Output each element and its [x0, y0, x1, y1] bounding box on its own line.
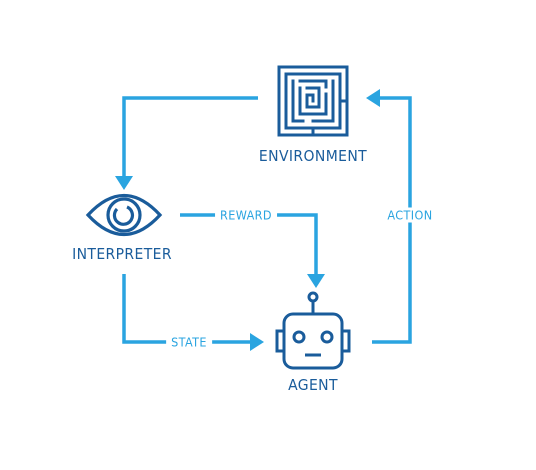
arrowhead-agent-reward — [307, 274, 325, 288]
edge-reward — [180, 213, 318, 276]
interpreter-label: INTERPRETER — [72, 245, 172, 263]
maze-icon — [277, 65, 349, 137]
state-edge-label: STATE — [166, 334, 212, 350]
action-edge-label: ACTION — [382, 207, 438, 223]
arrowhead-agent-state — [250, 333, 264, 351]
environment-label: ENVIRONMENT — [258, 147, 368, 165]
agent-label: AGENT — [288, 376, 338, 394]
eye-icon — [85, 193, 163, 237]
robot-icon — [275, 291, 351, 370]
reward-edge-label: REWARD — [215, 207, 277, 223]
arrowhead-interpreter — [115, 176, 133, 190]
edge-environment-to-interpreter — [122, 96, 258, 178]
edge-state — [122, 274, 252, 344]
arrowhead-environment — [366, 89, 380, 107]
